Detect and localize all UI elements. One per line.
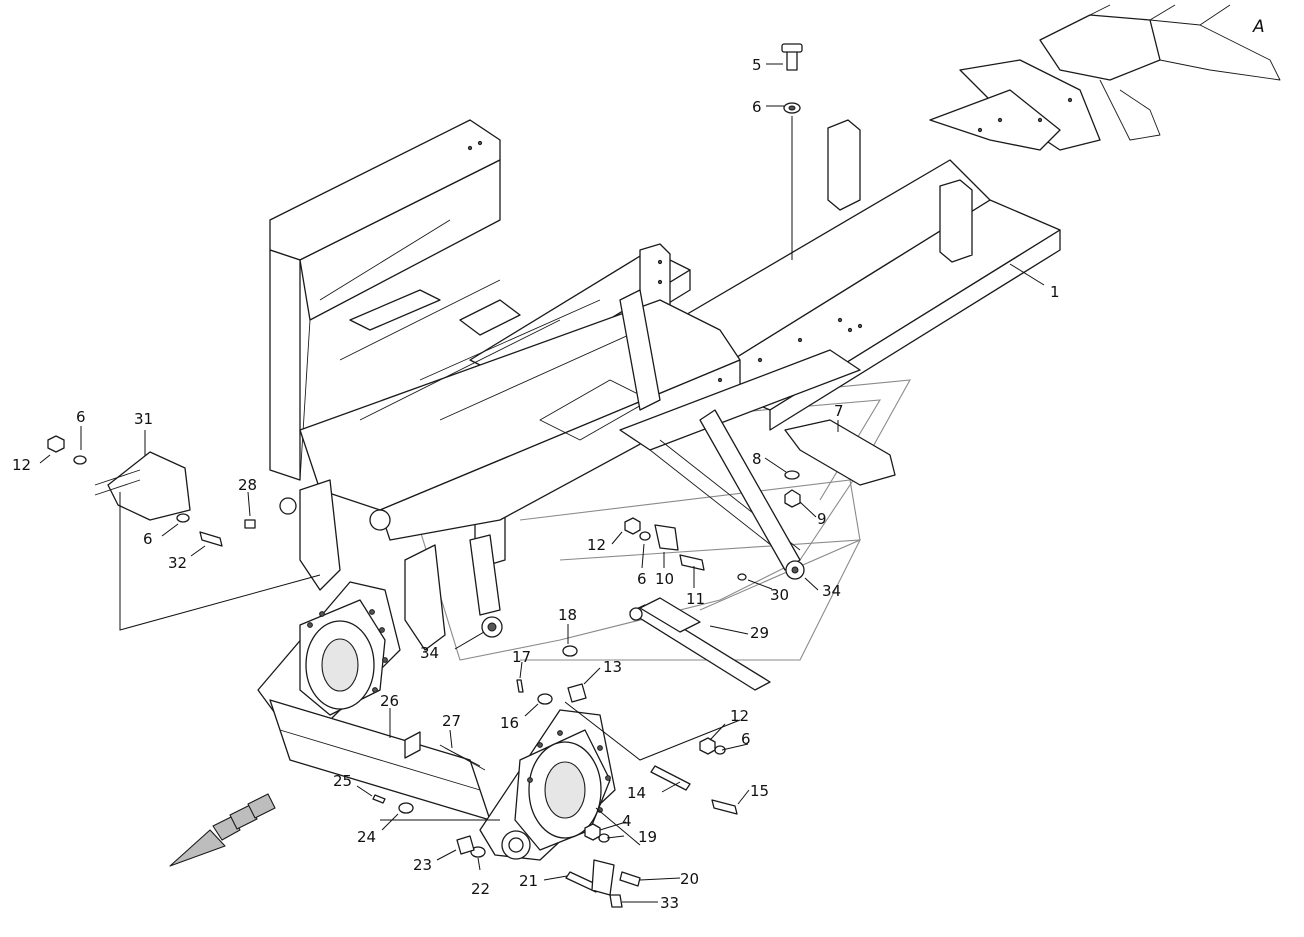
callout-33: 33: [660, 894, 679, 912]
callout-19: 19: [638, 828, 657, 846]
callout-32: 32: [168, 554, 187, 572]
callout-26: 26: [380, 692, 399, 710]
callout-29: 29: [750, 624, 769, 642]
leader-lines: [39, 63, 1045, 903]
callout-1: 1: [1050, 283, 1060, 301]
callout-7: 7: [834, 402, 844, 420]
callout-labels: 1 4 5 6 6 6 6 6 7 8 9 10 11 12 12 12 12 …: [12, 56, 1060, 912]
callout-6e: 6: [741, 730, 751, 748]
callout-8: 8: [752, 450, 762, 468]
callout-23: 23: [413, 856, 432, 874]
callout-11: 11: [686, 590, 705, 608]
callout-28: 28: [238, 476, 257, 494]
callout-21: 21: [519, 872, 538, 890]
cylinder-29: [629, 597, 771, 691]
callout-34b: 34: [420, 644, 439, 662]
corner-glyph: A: [1252, 17, 1265, 37]
callout-12a: 12: [12, 456, 31, 474]
callout-12b: 12: [587, 536, 606, 554]
callout-16: 16: [500, 714, 519, 732]
callout-6c: 6: [143, 530, 153, 548]
callout-24: 24: [357, 828, 376, 846]
callout-6a: 6: [752, 98, 762, 116]
callout-20: 20: [680, 870, 699, 888]
callout-4: 4: [622, 812, 632, 830]
callout-18: 18: [558, 606, 577, 624]
callout-31: 31: [134, 410, 153, 428]
direction-arrow: [169, 793, 276, 867]
callout-15: 15: [750, 782, 769, 800]
callout-27: 27: [442, 712, 461, 730]
callout-22: 22: [471, 880, 490, 898]
main-frame: [269, 4, 1281, 651]
callout-13: 13: [603, 658, 622, 676]
callout-6d: 6: [637, 570, 647, 588]
callout-9: 9: [817, 510, 827, 528]
callout-34a: 34: [822, 582, 841, 600]
small-parts: [47, 43, 896, 908]
callout-5: 5: [752, 56, 762, 74]
callout-10: 10: [655, 570, 674, 588]
callout-6b: 6: [76, 408, 86, 426]
callout-17: 17: [512, 648, 531, 666]
callout-12c: 12: [730, 707, 749, 725]
callout-25: 25: [333, 772, 352, 790]
callout-30: 30: [770, 586, 789, 604]
callout-14: 14: [627, 784, 646, 802]
axle-assembly: [257, 581, 616, 861]
